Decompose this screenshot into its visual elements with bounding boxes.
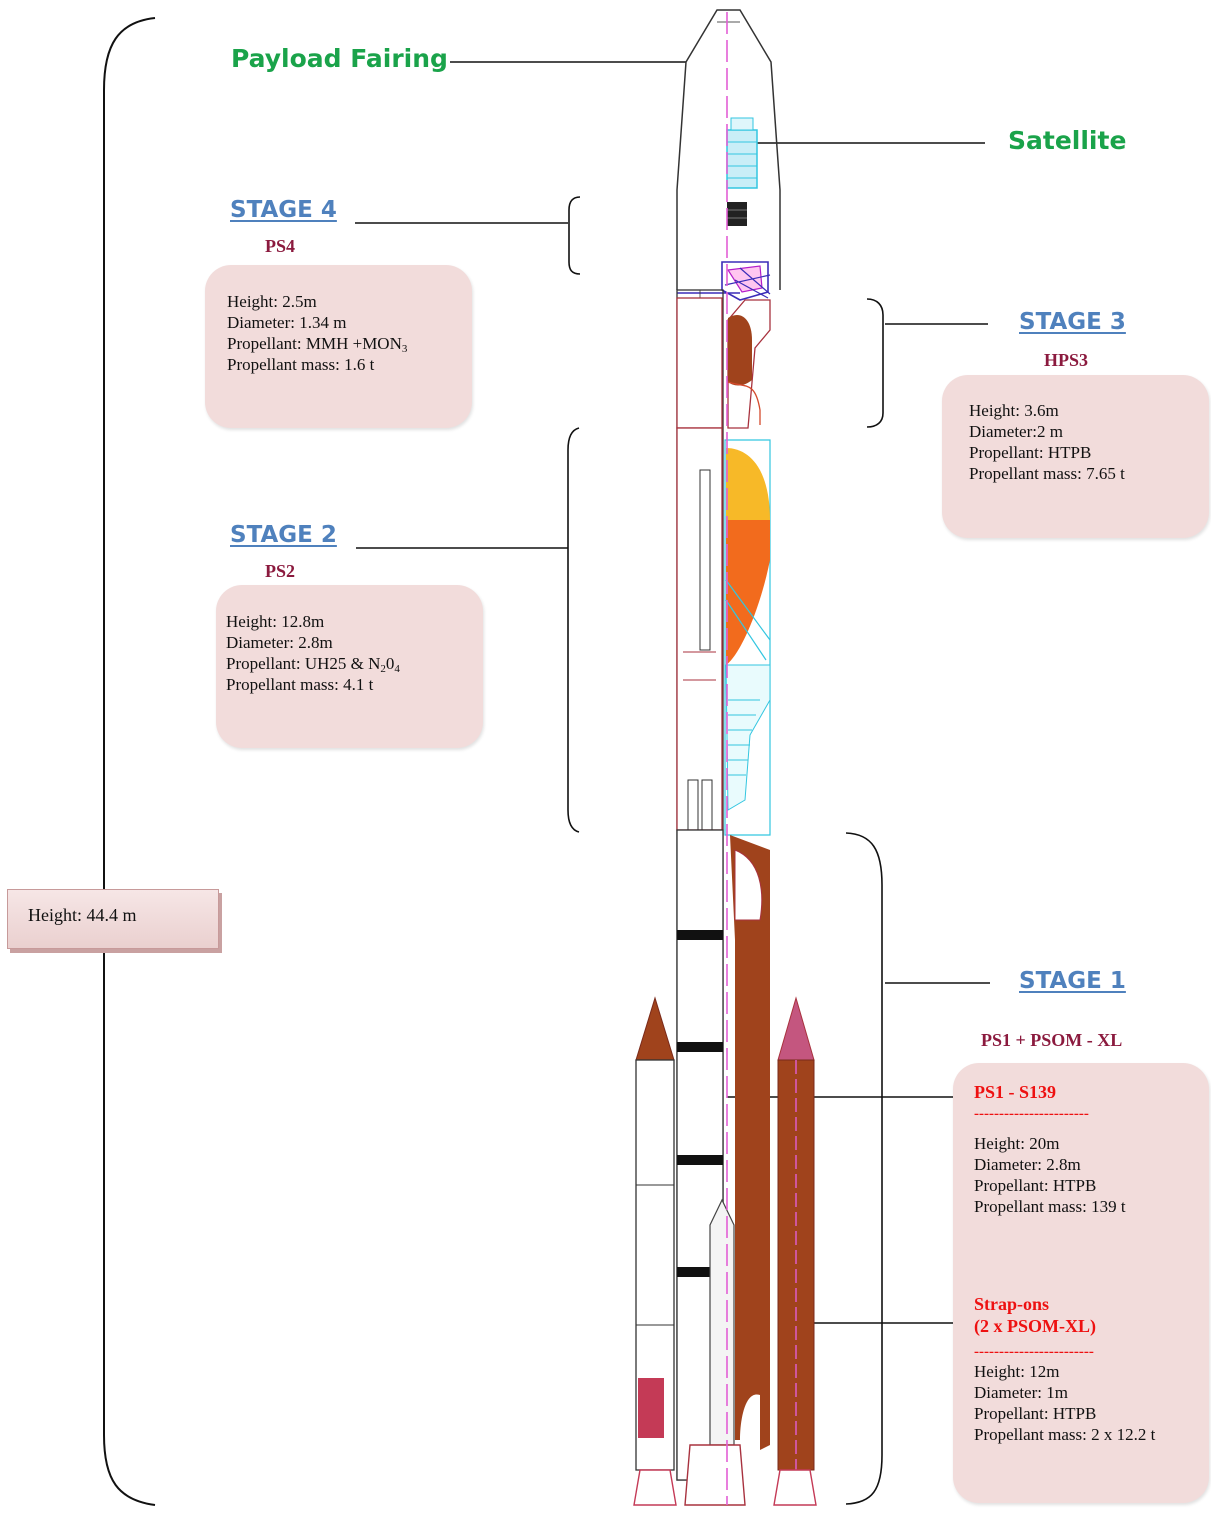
ps1-propellant-mass: Propellant mass: 139 t <box>974 1197 1126 1216</box>
stage3-propellant-mass: Propellant mass: 7.65 t <box>969 464 1125 483</box>
overall-height-box: Height: 44.4 m <box>7 889 220 954</box>
stage4-brace <box>568 196 581 275</box>
stage2-brace <box>567 427 580 833</box>
ps1-height: Height: 20m <box>974 1134 1060 1153</box>
stage2-diameter: Diameter: 2.8m <box>226 633 333 652</box>
overall-height-brace <box>103 17 156 1506</box>
strapons-specs: Height: 12m Diameter: 1m Propellant: HTP… <box>974 1361 1184 1445</box>
stage2-spec-box: Height: 12.8m Diameter: 2.8m Propellant:… <box>216 585 483 748</box>
stage2-specs: Height: 12.8m Diameter: 2.8m Propellant:… <box>226 611 400 695</box>
ps1-divider: ----------------------- <box>974 1107 1089 1121</box>
payload-fairing-label: Payload Fairing <box>231 44 448 73</box>
strapons-heading-1: Strap-ons <box>974 1294 1050 1314</box>
stage4-propellant-mass: Propellant mass: 1.6 t <box>227 355 375 374</box>
stage3-propellant: Propellant: HTPB <box>969 443 1092 462</box>
stage2-name: PS2 <box>265 561 296 581</box>
stage3-brace <box>866 298 884 428</box>
stage3-spec-box: Height: 3.6m Diameter:2 m Propellant: HT… <box>942 375 1209 538</box>
ps1-diameter: Diameter: 2.8m <box>974 1155 1081 1174</box>
strapons-propellant: Propellant: HTPB <box>974 1404 1097 1423</box>
strapons-height: Height: 12m <box>974 1362 1060 1381</box>
overall-height-label: Height: 44.4 m <box>28 905 137 925</box>
stage4-propellant: Propellant: MMH +MON3 <box>227 334 408 355</box>
stage3-diameter: Diameter:2 m <box>969 422 1063 441</box>
strapons-section: Strap-ons (2 x PSOM-XL) ----------------… <box>974 1293 1184 1445</box>
stage2-title: STAGE 2 <box>230 522 337 548</box>
ps1-heading: PS1 - S139 <box>974 1082 1057 1102</box>
stage1-spec-box: PS1 - S139 ----------------------- Heigh… <box>953 1063 1209 1503</box>
ps1-propellant: Propellant: HTPB <box>974 1176 1097 1195</box>
stage4-name: PS4 <box>265 236 296 256</box>
strapons-propellant-mass: Propellant mass: 2 x 12.2 t <box>974 1425 1156 1444</box>
stage4-specs: Height: 2.5m Diameter: 1.34 m Propellant… <box>227 291 407 375</box>
stage3-height: Height: 3.6m <box>969 401 1059 420</box>
stage1-title: STAGE 1 <box>1019 968 1126 994</box>
stage1-brace <box>845 832 883 1505</box>
hps3-stage-shape <box>676 297 771 429</box>
stage3-name: HPS3 <box>1044 350 1089 370</box>
stage2-propellant: Propellant: UH25 & N204 <box>226 654 400 675</box>
strapons-diameter: Diameter: 1m <box>974 1383 1068 1402</box>
stage3-specs: Height: 3.6m Diameter:2 m Propellant: HT… <box>969 400 1125 484</box>
stage4-height: Height: 2.5m <box>227 292 317 311</box>
stage2-propellant-mass: Propellant mass: 4.1 t <box>226 675 374 694</box>
stage2-height: Height: 12.8m <box>226 612 325 631</box>
strapons-heading-2: (2 x PSOM-XL) <box>974 1316 1096 1336</box>
ps1-specs: Height: 20m Diameter: 2.8m Propellant: H… <box>974 1133 1160 1217</box>
ps1-section: PS1 - S139 ----------------------- Heigh… <box>974 1081 1160 1217</box>
ps1-core-shape <box>676 829 770 1506</box>
stage4-spec-box: Height: 2.5m Diameter: 1.34 m Propellant… <box>205 265 472 428</box>
right-strapon-shape <box>773 996 817 1506</box>
stage4-title: STAGE 4 <box>230 197 337 223</box>
ps2-stage-shape <box>676 427 771 836</box>
strapons-divider: ------------------------ <box>974 1345 1094 1359</box>
stage1-name: PS1 + PSOM - XL <box>981 1030 1123 1050</box>
satellite-label: Satellite <box>1008 126 1127 155</box>
payload-fairing-outline <box>676 9 781 290</box>
stage3-title: STAGE 3 <box>1019 309 1126 335</box>
satellite-shape <box>726 117 758 226</box>
stage4-diameter: Diameter: 1.34 m <box>227 313 347 332</box>
ps4-stage-shape <box>677 261 771 301</box>
left-strapon-shape <box>633 996 677 1506</box>
